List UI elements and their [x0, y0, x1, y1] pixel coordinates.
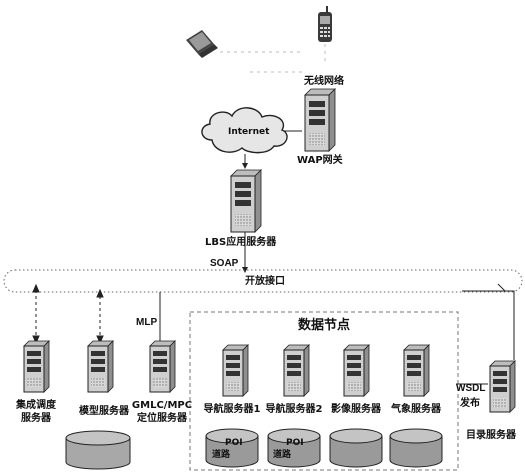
soap-label: SOAP: [210, 258, 239, 269]
laptop-icon: [186, 30, 218, 58]
db-road-label-1: 道路: [212, 450, 231, 460]
dispatch-server-icon: [23, 340, 50, 393]
mlp-label: MLP: [136, 317, 158, 328]
gmlc-server-label-line1: GMLC/MPC: [131, 400, 193, 411]
model-server-icon: [87, 340, 114, 393]
dispatch-server-label-line1: 集成调度: [16, 400, 56, 411]
wsdl-label: WSDL: [456, 383, 486, 394]
gmlc-server-label-line2: 定位服务器: [137, 413, 187, 424]
image-server-label: 影像服务器: [331, 404, 381, 415]
database-cylinder-icon: [267, 428, 321, 468]
gmlc-server-icon: [149, 340, 176, 393]
image-server-icon: [343, 344, 370, 397]
mobile-phone-icon: [318, 6, 332, 42]
wireless-link-lines: [220, 44, 326, 73]
open-interface-bus: [3, 269, 523, 293]
nav-server2-label: 导航服务器2: [265, 404, 323, 415]
data-node-label: 数据节点: [298, 318, 351, 333]
weather-server-icon: [403, 344, 430, 397]
bus-links: [32, 283, 515, 385]
lbs-server-label: LBS应用服务器: [205, 237, 277, 248]
internet-label: Internet: [228, 127, 270, 137]
database-cylinder-icon: [65, 430, 131, 470]
dispatch-server-label-line2: 服务器: [21, 413, 51, 424]
internet-cloud-icon: [201, 107, 288, 154]
nav-server1-label: 导航服务器1: [203, 404, 261, 415]
model-server-label: 模型服务器: [79, 406, 129, 417]
catalog-server-label: 目录服务器: [466, 430, 516, 441]
database-cylinder-icon: [389, 428, 443, 468]
weather-server-label: 气象服务器: [391, 404, 441, 415]
publish-label: 发布: [460, 398, 480, 409]
wap-gateway-server-icon: [304, 88, 336, 152]
connector-lines: [242, 130, 302, 273]
database-cylinder-icon: [329, 428, 383, 468]
nav-server2-icon: [283, 344, 310, 397]
lbs-server-icon: [230, 169, 262, 233]
db-poi-label-1: POI: [225, 438, 243, 448]
nav-server1-icon: [222, 344, 249, 397]
catalog-server-icon: [489, 360, 516, 413]
wireless-network-label: 无线网络: [304, 76, 344, 87]
wap-gateway-label: WAP网关: [297, 155, 343, 166]
database-cylinder-icon: [205, 428, 259, 468]
db-poi-label-2: POI: [286, 438, 304, 448]
db-road-label-2: 道路: [273, 450, 292, 460]
open-interface-label: 开放接口: [245, 276, 285, 287]
data-node-box: [189, 311, 459, 471]
